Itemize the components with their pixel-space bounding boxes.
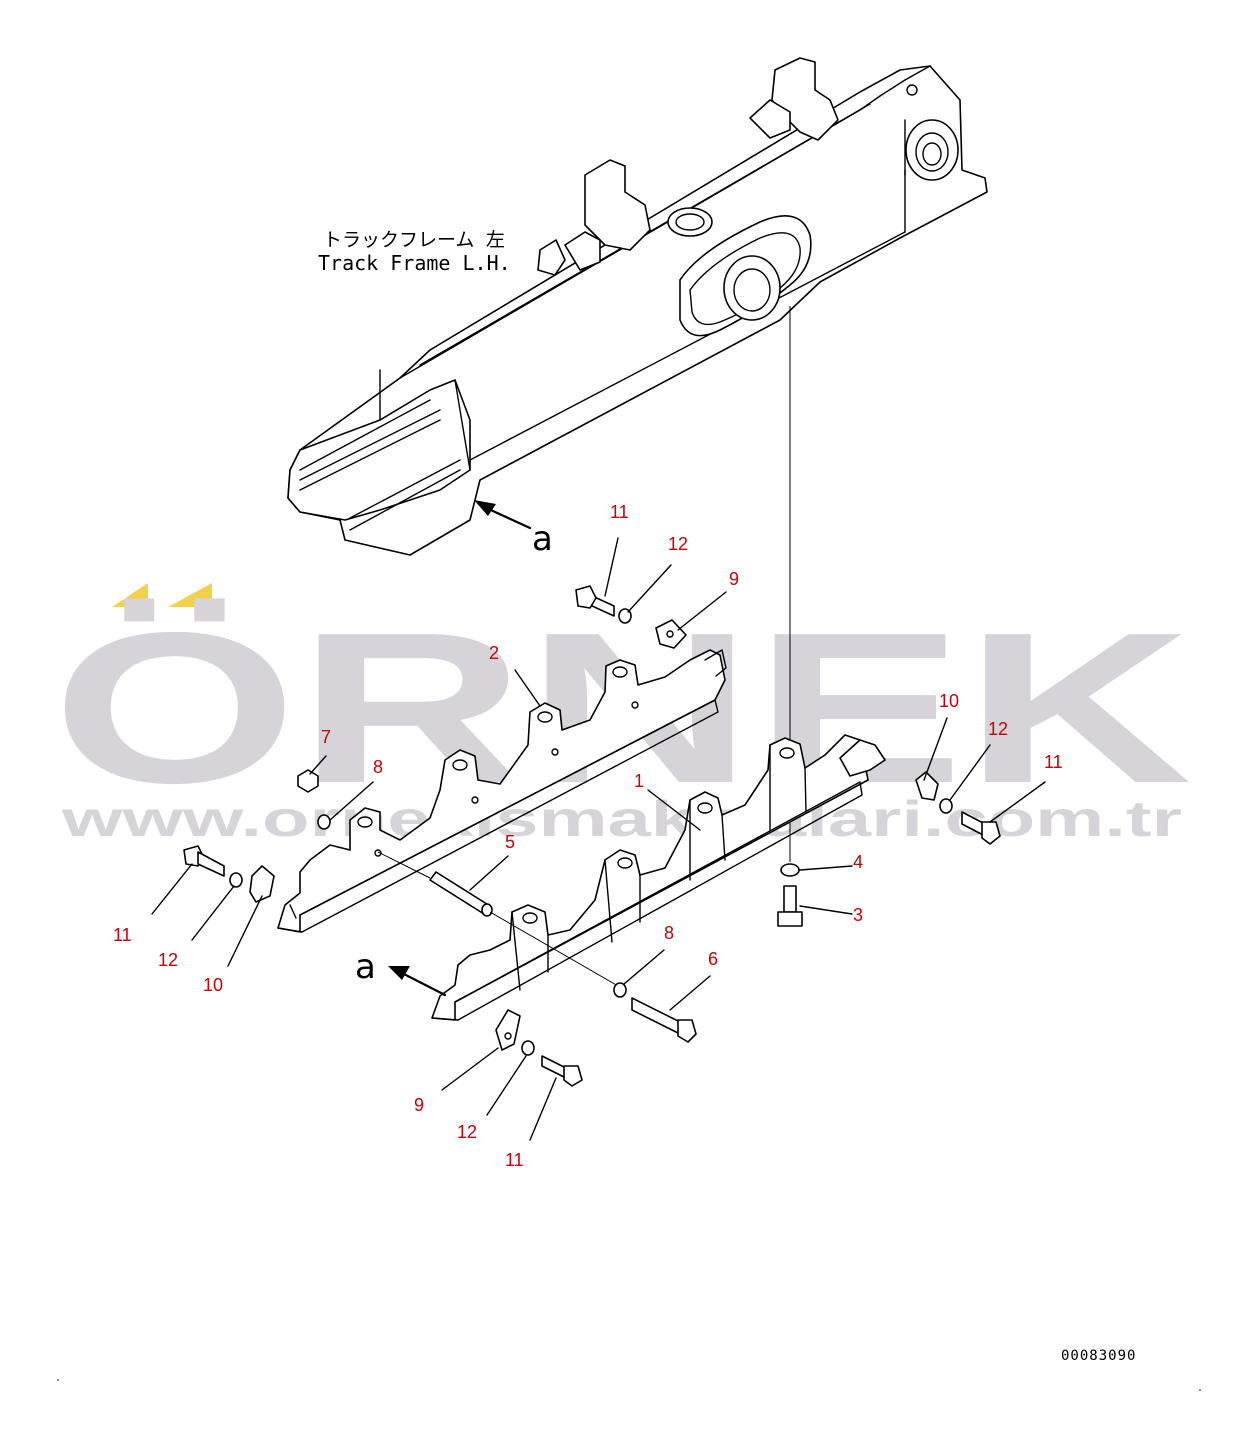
part-5-pin	[377, 851, 619, 987]
part-3-bolt	[777, 885, 803, 927]
callout-11-bottom: 11	[505, 1150, 524, 1170]
view-arrow-upper: a	[474, 500, 553, 559]
part-6-bolt	[631, 997, 697, 1043]
watermark-accent-right	[168, 583, 212, 607]
part-2-guard	[277, 649, 727, 933]
frame-label: トラックフレーム 左 Track Frame L.H.	[318, 229, 511, 275]
part-12-washer-bottom	[521, 1040, 535, 1056]
drawing-number: 00083090	[1061, 1348, 1136, 1364]
part-11-bolt-top	[575, 585, 615, 617]
callout-8-left: 8	[373, 757, 383, 777]
callout-12-bottom: 12	[457, 1122, 477, 1142]
watermark-url: www.ornekismakinalari.com.tr	[60, 791, 1182, 847]
corner-mark-left	[57, 1379, 59, 1381]
frame-label-jp: トラックフレーム 左	[323, 229, 505, 251]
frame-label-en: Track Frame L.H.	[318, 251, 511, 275]
part-11-bolt-bottom	[541, 1055, 583, 1087]
callout-5: 5	[505, 832, 515, 852]
callout-4: 4	[853, 852, 863, 872]
view-marker-upper: a	[532, 519, 553, 559]
arrow-head-icon	[388, 966, 410, 980]
view-marker-lower: a	[355, 947, 376, 987]
callout-12-top: 12	[668, 534, 688, 554]
callout-11-top: 11	[610, 502, 629, 522]
part-8-washer-left	[317, 814, 331, 830]
part-12-washer-left	[229, 872, 243, 888]
callout-3: 3	[853, 905, 863, 925]
callout-9-top: 9	[729, 569, 739, 589]
part-8-washer-bottom	[613, 982, 627, 998]
leader-lines	[151, 537, 1046, 1141]
callout-10-right: 10	[939, 691, 959, 711]
part-12-washer-right	[939, 798, 953, 814]
callout-11-right: 11	[1044, 752, 1063, 772]
callout-10-left: 10	[203, 975, 223, 995]
part-10-plate-right	[915, 771, 939, 801]
callout-12-left: 12	[158, 950, 178, 970]
part-11-bolt-left	[183, 845, 225, 877]
callout-11-left: 11	[113, 925, 132, 945]
part-10-plate-left	[249, 865, 275, 903]
watermark-accent-left	[112, 583, 148, 607]
callout-12-right: 12	[988, 719, 1008, 739]
part-1-guard	[431, 734, 886, 1021]
track-frame	[287, 57, 988, 556]
arrow-head-icon	[474, 500, 496, 516]
callout-9-bottom: 9	[414, 1095, 424, 1115]
part-9-plate-top	[655, 619, 687, 649]
part-9-plate-bottom	[495, 1009, 521, 1051]
view-arrow-lower: a	[355, 947, 447, 997]
corner-mark-right	[1199, 1389, 1201, 1391]
part-7-nut	[297, 769, 319, 793]
callout-2: 2	[489, 643, 499, 663]
callout-1: 1	[634, 771, 644, 791]
callout-numbers: 11 12 9 2 10 12 11 7 8 1 5 4 3 11 12 10 …	[113, 502, 1063, 1170]
part-4-washer	[780, 863, 800, 877]
callout-8-bottom: 8	[664, 923, 674, 943]
callout-6: 6	[708, 949, 718, 969]
part-11-bolt-right	[961, 811, 1001, 845]
callout-7: 7	[321, 727, 331, 747]
